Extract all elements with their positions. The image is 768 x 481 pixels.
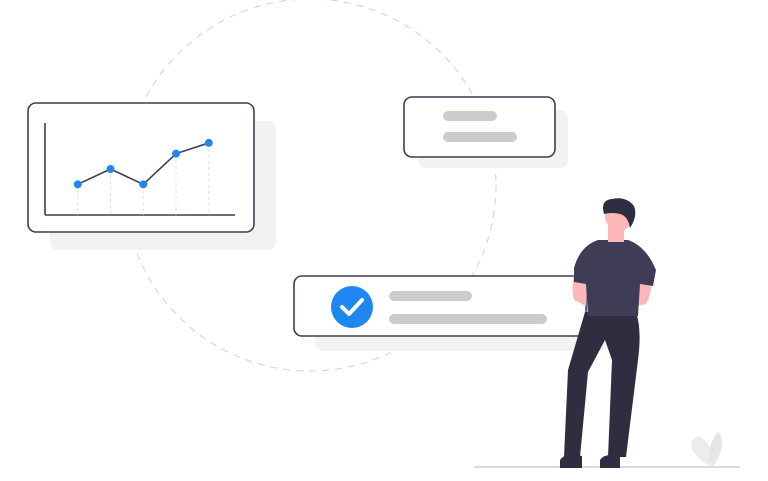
- chart-point-3: [139, 180, 148, 189]
- person-hair: [603, 198, 636, 228]
- person-standing-icon: [560, 198, 656, 468]
- chart-card-frame: [27, 102, 255, 233]
- person-shoe-left: [560, 454, 582, 468]
- person-legs: [564, 312, 640, 457]
- text-card-line-1: [443, 111, 497, 121]
- chart-point-4: [172, 149, 181, 158]
- check-circle-icon: [331, 286, 373, 328]
- text-card-line-2: [443, 132, 517, 142]
- person-shoe-right: [600, 454, 620, 468]
- chart-point-2: [106, 165, 115, 173]
- chart-card: [27, 102, 276, 250]
- success-card: [293, 275, 607, 351]
- text-card: [403, 96, 568, 168]
- person-shirt: [574, 240, 656, 316]
- chart-point-1: [73, 180, 82, 189]
- chart-guides: [77, 142, 210, 215]
- chart-points: [73, 138, 213, 189]
- leaf-icon: [691, 432, 723, 467]
- text-card-frame: [403, 96, 556, 158]
- chart-point-5: [204, 138, 213, 147]
- success-card-line-2: [389, 314, 547, 324]
- success-card-line-1: [389, 291, 472, 301]
- dashed-ring: [123, 0, 497, 372]
